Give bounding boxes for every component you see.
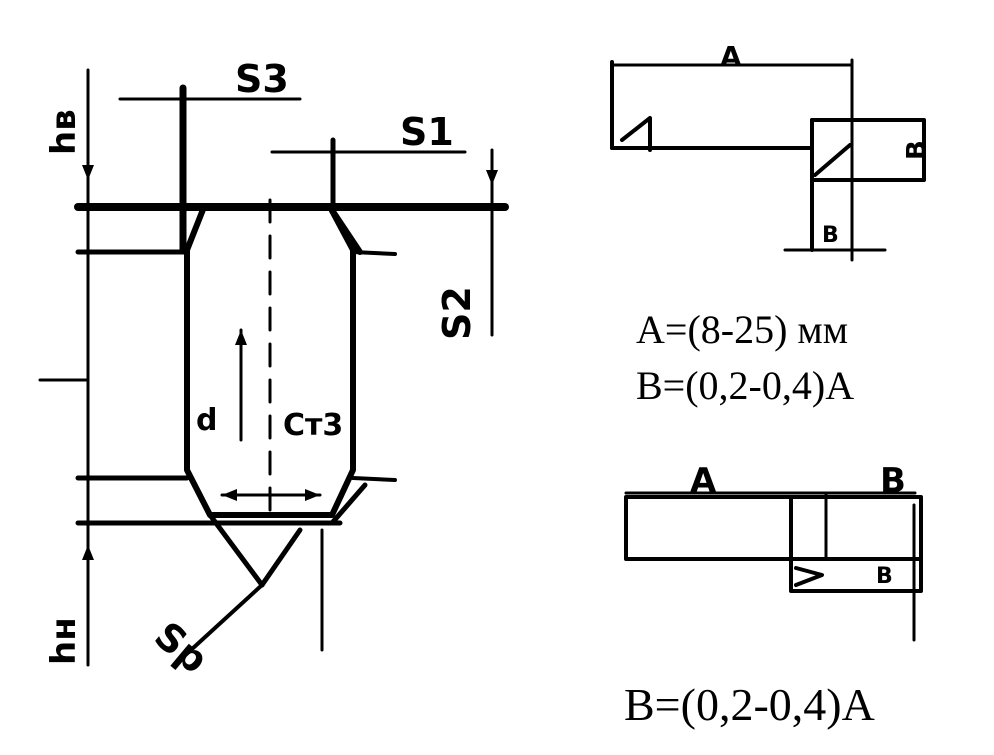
caption-b-range-bottom: B=(0,2-0,4)A	[624, 679, 875, 730]
rb-arrow-mark	[794, 566, 824, 587]
electrode-section	[38, 68, 509, 667]
rb-label-b: B	[880, 461, 906, 501]
arrowhead-hv-down	[82, 165, 94, 180]
bottom-chamfer-right	[329, 482, 368, 526]
sp-v-left	[207, 512, 265, 588]
rt-left-mark	[620, 116, 652, 152]
rb-label-b2: B	[876, 564, 893, 589]
arrowhead-d-up	[235, 330, 247, 345]
rt-label-b: B	[902, 140, 932, 160]
arrowhead-width-left	[222, 489, 237, 501]
rb-right-box	[789, 495, 923, 593]
rb-label-a: A	[690, 461, 717, 501]
label-hv: hв	[44, 109, 84, 155]
lower-side-tick	[351, 476, 397, 482]
right-top-sketch	[610, 58, 926, 262]
caption-a-range: A=(8-25) мм	[636, 307, 849, 352]
right-bottom-sketch	[624, 491, 923, 642]
label-hn: hн	[44, 617, 84, 665]
rt-label-b2: B	[822, 223, 839, 248]
arrowhead-hn-up	[82, 545, 94, 560]
caption-b-range-top: B=(0,2-0,4)A	[636, 363, 855, 408]
arrowhead-s2-down	[486, 170, 498, 185]
upper-side-tick	[351, 250, 397, 256]
rt-label-a: A	[720, 40, 742, 73]
label-s1: S1	[400, 110, 454, 154]
rt-box-diagonal	[813, 143, 852, 177]
label-s2: S2	[435, 286, 479, 340]
rb-left-box	[624, 495, 793, 561]
label-d: d	[196, 403, 217, 438]
top-chamfer-right	[327, 204, 363, 255]
electrode-body-outline	[184, 204, 356, 518]
sp-leader-line	[178, 583, 264, 662]
label-sp: Sp	[146, 613, 216, 682]
arrowhead-width-right	[305, 489, 320, 501]
label-st: Ст3	[283, 408, 343, 443]
label-s3: S3	[235, 57, 289, 101]
sp-v-right	[259, 527, 303, 588]
